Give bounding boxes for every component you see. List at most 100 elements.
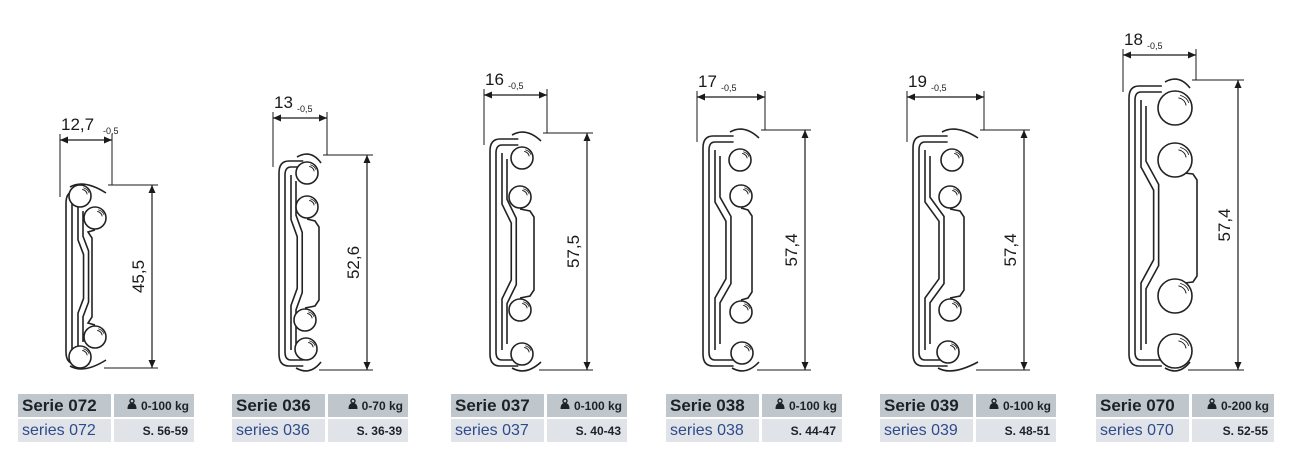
width-value: 16: [485, 70, 504, 89]
width-dimension: 13 -0,5: [272, 93, 328, 167]
height-dimension: 57,4: [976, 129, 1030, 371]
load-value: 0-100 kg: [1002, 398, 1051, 413]
page-reference: S. 48-51: [976, 419, 1056, 442]
series-name: Serie 036: [232, 394, 325, 417]
ball-bearing: [68, 345, 92, 369]
height-dimension: 52,6: [319, 154, 373, 371]
profile-070: 18-0,5 57,4: [1122, 30, 1244, 372]
ball-bearing: [938, 298, 962, 322]
series-name: Serie 037: [451, 394, 544, 417]
ball-bearing: [730, 341, 754, 365]
height-dimension: 57,5: [539, 132, 593, 371]
ball-bearing: [729, 300, 753, 324]
ball-bearing: [938, 185, 962, 209]
ball-bearing: [294, 337, 318, 361]
weight-icon: [347, 398, 362, 413]
load-value: 0-200 kg: [1220, 398, 1269, 413]
width-dimension: 19 -0,5: [906, 72, 985, 142]
rail-profile-036: [278, 153, 322, 372]
load-value: 0-100 kg: [573, 398, 622, 413]
width-value: 19: [908, 72, 927, 91]
rail-profile-039: [912, 128, 979, 372]
weight-icon: [1206, 398, 1221, 413]
load-capacity: 0-100 kg: [762, 394, 842, 417]
width-dimension: 12,7-0,5: [59, 115, 119, 197]
rail-profile-037: [489, 131, 542, 372]
series-name: Serie 039: [880, 394, 973, 417]
ball-bearing: [510, 342, 534, 366]
slide-profiles-drawing: 12,7-0,5 45,5 13 -0,5 52,6 16 -0,5 57,5 17-0,5 57…: [59, 30, 1244, 372]
ball-bearing: [83, 325, 107, 349]
weight-icon: [988, 398, 1003, 413]
ball-bearing: [83, 206, 107, 230]
page-reference: S. 36-39: [328, 419, 408, 442]
rail-profile-070: [1128, 78, 1198, 372]
ball-bearing: [508, 185, 532, 209]
load-capacity: 0-100 kg: [114, 394, 194, 417]
series-name-en: series 039: [880, 419, 973, 442]
width-tolerance: -0,5: [931, 83, 947, 93]
ball-bearing: [295, 161, 319, 185]
page-reference: S. 52-55: [1192, 419, 1274, 442]
height-dimension: 45,5: [104, 184, 158, 369]
ball-bearing: [1157, 90, 1193, 126]
ball-bearing: [1157, 278, 1193, 314]
series-name: Serie 038: [666, 394, 759, 417]
profile-038: 17-0,5 57,4: [696, 72, 811, 372]
ball-bearing: [1157, 142, 1193, 178]
series-name: Serie 070: [1096, 394, 1189, 417]
weight-icon: [774, 398, 789, 413]
page-reference: S. 44-47: [762, 419, 842, 442]
height-dimension: 57,4: [1188, 79, 1244, 371]
profile-039: 19 -0,5 57,4: [906, 72, 1030, 372]
width-dimension: 16 -0,5: [483, 70, 548, 145]
series-name-en: series 036: [232, 419, 325, 442]
series-name-en: series 072: [18, 419, 111, 442]
ball-bearing: [1157, 333, 1193, 369]
width-tolerance: -0,5: [508, 81, 524, 91]
load-capacity: 0-200 kg: [1192, 394, 1274, 417]
height-value: 52,6: [344, 246, 363, 279]
profile-072: 12,7-0,5 45,5: [59, 115, 158, 370]
load-value: 0-100 kg: [788, 398, 837, 413]
ball-bearing: [728, 148, 752, 172]
profile-037: 16 -0,5 57,5: [483, 70, 593, 372]
rail-profile-038: [702, 128, 760, 372]
load-value: 0-100 kg: [140, 398, 189, 413]
width-tolerance: -0,5: [721, 83, 737, 93]
height-dimension: 57,4: [757, 129, 811, 371]
series-name-en: series 037: [451, 419, 544, 442]
ball-bearing: [510, 146, 534, 170]
width-dimension: 17-0,5: [696, 72, 766, 142]
page-reference: S. 40-43: [547, 419, 627, 442]
height-value: 45,5: [129, 260, 148, 293]
ball-bearing: [68, 184, 92, 208]
series-name-en: series 038: [666, 419, 759, 442]
profile-036: 13 -0,5 52,6: [272, 93, 373, 372]
ball-bearing: [940, 148, 964, 172]
load-capacity: 0-70 kg: [328, 394, 408, 417]
weight-icon: [559, 398, 574, 413]
ball-bearing: [936, 340, 960, 364]
ball-bearing: [293, 308, 317, 332]
height-value: 57,4: [782, 233, 801, 266]
load-capacity: 0-100 kg: [547, 394, 627, 417]
width-tolerance: -0,5: [1147, 41, 1163, 51]
series-name: Serie 072: [18, 394, 111, 417]
weight-icon: [126, 398, 141, 413]
load-value: 0-70 kg: [361, 398, 403, 413]
width-tolerance: -0,5: [297, 104, 313, 114]
series-name-en: series 070: [1096, 419, 1189, 442]
width-dimension: 18-0,5: [1122, 30, 1197, 92]
height-value: 57,4: [1215, 208, 1234, 241]
width-value: 13: [274, 93, 293, 112]
ball-bearing: [508, 298, 532, 322]
height-value: 57,5: [564, 235, 583, 268]
load-capacity: 0-100 kg: [976, 394, 1056, 417]
